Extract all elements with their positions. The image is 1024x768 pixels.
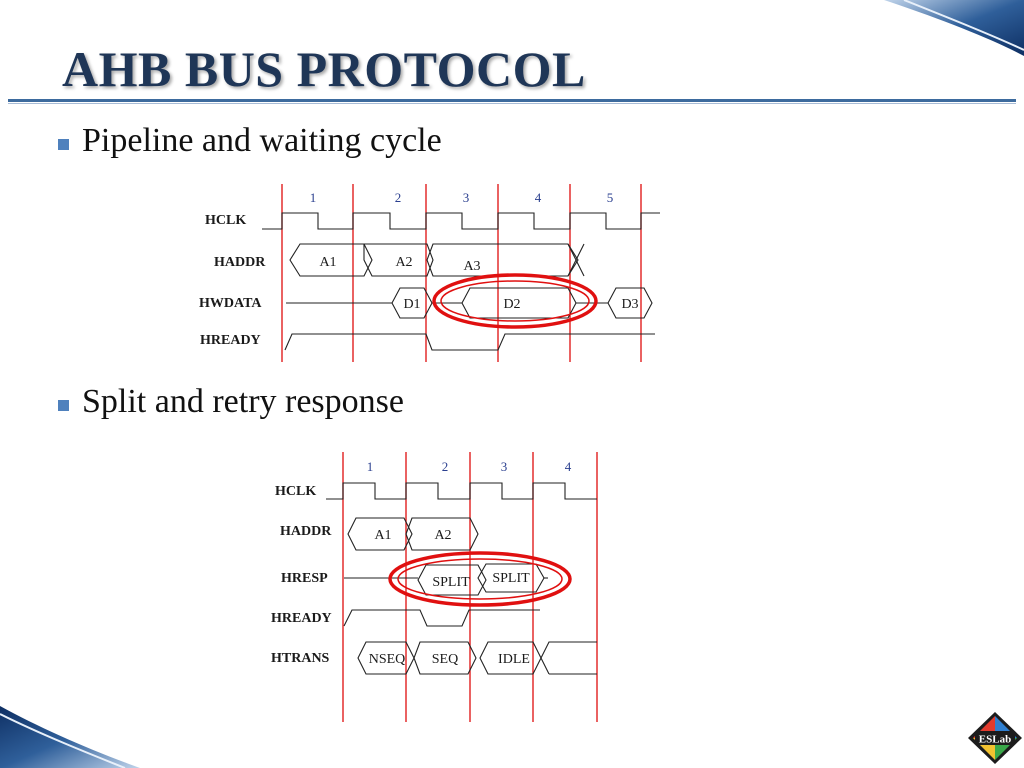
bullet-square-icon (58, 138, 69, 150)
signal-label-hclk: HCLK (275, 484, 316, 499)
cycle-number: 1 (310, 190, 317, 205)
hwdata-bus-d3 (607, 287, 653, 319)
cycle-number: 2 (395, 190, 402, 205)
hresp-value: SPLIT (492, 571, 530, 586)
htrans-value: IDLE (498, 652, 530, 667)
haddr-value: A1 (319, 255, 336, 270)
title-underline-thin (8, 103, 1016, 104)
corner-decoration-bottom-left (0, 706, 140, 768)
cycle-number: 1 (367, 459, 374, 474)
signal-label-hready: HREADY (271, 611, 332, 626)
bullet-text: Pipeline and waiting cycle (82, 122, 442, 159)
hready-waveform (284, 333, 655, 351)
logo-text: ESLab (979, 734, 1011, 746)
htrans-bus-next (540, 641, 597, 675)
cycle-number: 3 (501, 459, 508, 474)
hclk-waveform (326, 482, 597, 500)
bullet-square-icon (58, 399, 69, 411)
highlight-oval-inner (440, 280, 590, 322)
highlight-oval (388, 551, 572, 607)
hwdata-bus-d1 (391, 287, 433, 319)
haddr-cross (567, 243, 585, 277)
cycle-number: 3 (463, 190, 470, 205)
htrans-value: SEQ (432, 652, 458, 667)
hclk-waveform (262, 212, 660, 230)
bullet-pipeline: Pipeline and waiting cycle (58, 122, 442, 160)
signal-label-hwdata: HWDATA (199, 296, 262, 311)
hwdata-value: D3 (621, 297, 638, 312)
hwdata-value: D1 (403, 297, 420, 312)
signal-label-hresp: HRESP (281, 571, 328, 586)
cycle-number: 2 (442, 459, 449, 474)
cycle-number: 5 (607, 190, 614, 205)
bullet-text: Split and retry response (82, 383, 404, 420)
signal-label-htrans: HTRANS (271, 651, 330, 666)
split-retry-timing-diagram: 1 2 3 4 HCLK HADDR HRESP HREADY HTRANS A… (271, 452, 598, 722)
signal-label-haddr: HADDR (214, 255, 266, 270)
haddr-bus-a2 (405, 517, 479, 551)
haddr-value: A1 (374, 528, 391, 543)
title-underline (8, 99, 1016, 102)
bullet-split-retry: Split and retry response (58, 383, 404, 421)
htrans-bus-seq (413, 641, 477, 675)
eslab-logo: ESLab (968, 712, 1022, 764)
htrans-bus-nseq (357, 641, 415, 675)
highlight-oval (432, 273, 598, 329)
highlight-oval-inner (397, 558, 563, 600)
haddr-bus-a2 (363, 243, 434, 277)
corner-decoration-top-right (884, 0, 1024, 56)
hwdata-value: D2 (503, 297, 520, 312)
htrans-bus-idle (479, 641, 542, 675)
cycle-number: 4 (565, 459, 572, 474)
htrans-value: NSEQ (369, 652, 406, 667)
signal-label-haddr: HADDR (280, 524, 332, 539)
hresp-bus-split-1 (417, 564, 487, 596)
hready-waveform (343, 609, 540, 627)
haddr-value: A2 (395, 255, 412, 270)
haddr-value: A2 (434, 528, 451, 543)
pipeline-timing-diagram: 1 2 3 4 5 HCLK HADDR HWDATA HREADY A1 A2… (199, 184, 660, 362)
signal-label-hclk: HCLK (205, 213, 246, 228)
hresp-value: SPLIT (432, 575, 470, 590)
cycle-number: 4 (535, 190, 542, 205)
slide-title: AHB BUS PROTOCOL (62, 41, 586, 97)
haddr-bus-a3 (426, 243, 579, 277)
signal-label-hready: HREADY (200, 333, 261, 348)
haddr-bus-a1 (347, 517, 413, 551)
haddr-value: A3 (463, 259, 480, 274)
